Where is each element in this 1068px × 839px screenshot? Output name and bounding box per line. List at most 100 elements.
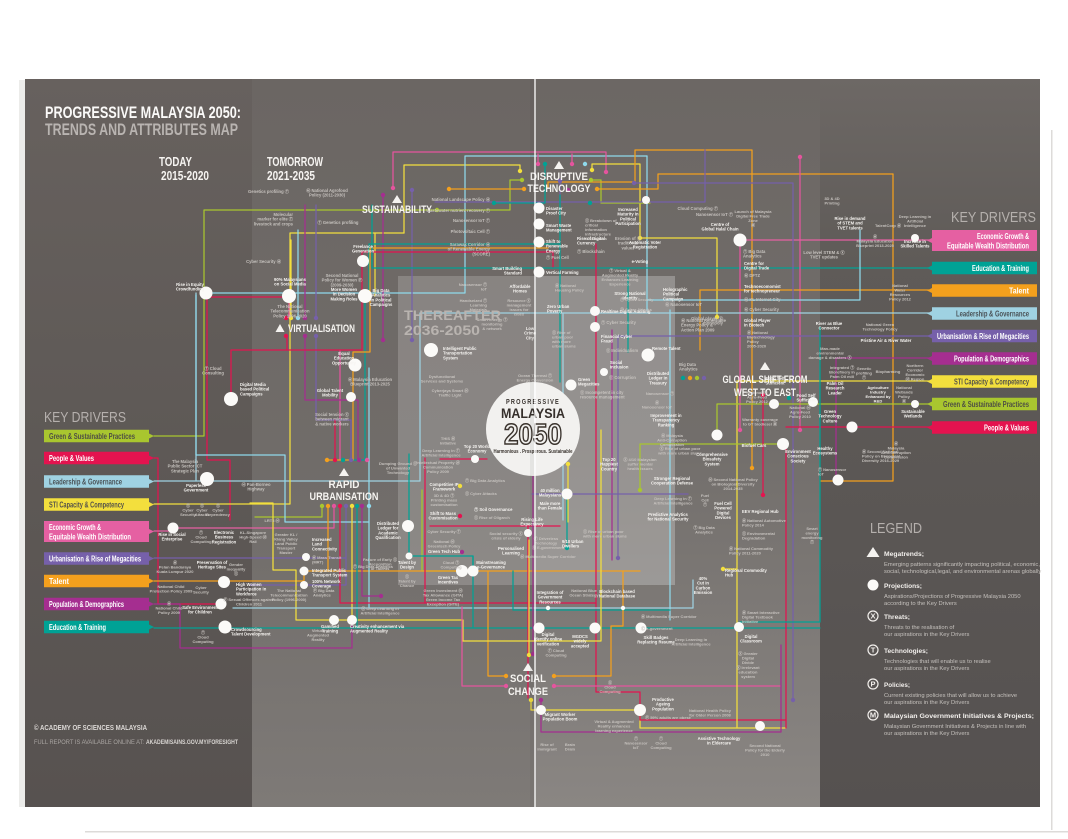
svg-text:Enhanced by: Enhanced by <box>866 394 892 399</box>
svg-text:(MRT): (MRT) <box>312 560 324 565</box>
svg-text:Registration: Registration <box>633 245 658 250</box>
svg-text:Participation: Participation <box>615 221 641 226</box>
svg-text:Increase in: Increase in <box>904 239 926 244</box>
svg-text:Smart Building: Smart Building <box>492 266 522 271</box>
svg-text:our aspirations in the Key Dri: our aspirations in the Key Drivers <box>884 632 969 638</box>
svg-text:Global Halal Chain: Global Halal Chain <box>702 227 739 232</box>
svg-text:Society: Society <box>791 458 807 463</box>
svg-text:Ⓣ: Ⓣ <box>634 735 638 741</box>
svg-text:Green & Sustainable Practices: Green & Sustainable Practices <box>49 432 135 441</box>
svg-text:traditional: traditional <box>618 241 638 246</box>
svg-text:Resource Ⓧ: Resource Ⓧ <box>507 297 530 303</box>
svg-text:Communication: Communication <box>423 465 454 470</box>
svg-text:Economic: Economic <box>905 372 925 377</box>
svg-text:Ranking: Ranking <box>658 422 675 427</box>
svg-text:KL-Singapore: KL-Singapore <box>240 530 267 535</box>
svg-text:Green Income Tax: Green Income Tax <box>426 597 461 602</box>
svg-text:Current existing policies that: Current existing policies that will allo… <box>884 693 1017 699</box>
svg-text:Skilled Talents: Skilled Talents <box>900 244 930 249</box>
svg-text:customisation: customisation <box>430 502 458 507</box>
svg-text:TECHNOLOGY: TECHNOLOGY <box>528 183 592 195</box>
svg-text:Assistive Technology: Assistive Technology <box>698 736 741 741</box>
svg-text:Leadership & Governance: Leadership & Governance <box>956 310 1029 319</box>
svg-text:Ecosystems: Ecosystems <box>813 451 838 456</box>
svg-text:Photovoltaic Cell Ⓣ: Photovoltaic Cell Ⓣ <box>451 228 491 235</box>
svg-text:Shift to: Shift to <box>546 239 561 244</box>
svg-text:Augmented Reality: Augmented Reality <box>602 273 639 278</box>
svg-text:Food Self: Food Self <box>765 376 785 381</box>
svg-text:Dumping Ground Ⓧ: Dumping Ground Ⓧ <box>379 460 417 466</box>
svg-text:of Renewable Energy: of Renewable Energy <box>448 247 491 252</box>
svg-text:Ocean Strategy: Ocean Strategy <box>569 593 599 598</box>
svg-text:Training: Training <box>322 629 339 634</box>
svg-text:SOCIAL: SOCIAL <box>510 673 546 685</box>
svg-text:Ⓣ: Ⓣ <box>862 374 866 380</box>
svg-text:Ⓜ National: Ⓜ National <box>747 329 768 335</box>
svg-text:widely: widely <box>573 639 587 644</box>
svg-text:Fuel Cell: Fuel Cell <box>714 501 731 506</box>
svg-text:Policy 2010: Policy 2010 <box>789 414 812 419</box>
svg-text:Powered: Powered <box>714 506 732 511</box>
svg-text:FULL REPORT IS AVAILABLE ONLIN: FULL REPORT IS AVAILABLE ONLINE AT: <box>34 739 144 746</box>
svg-text:Policies;: Policies; <box>884 682 910 689</box>
svg-text:Biotechnology: Biotechnology <box>747 335 776 340</box>
svg-text:Standard: Standard <box>504 271 523 276</box>
svg-text:Wastewater nutrient recovery Ⓣ: Wastewater nutrient recovery Ⓣ <box>426 207 491 214</box>
svg-text:with more urban slums: with more urban slums <box>582 534 628 539</box>
svg-text:Nanosensor Ⓣ: Nanosensor Ⓣ <box>646 390 674 396</box>
svg-text:Blockchain based: Blockchain based <box>599 589 635 594</box>
svg-text:Social security Ⓧ: Social security Ⓧ <box>489 530 522 536</box>
svg-text:Technology: Technology <box>818 414 842 419</box>
svg-text:2021-2035: 2021-2035 <box>267 168 315 183</box>
svg-text:Megatrends;: Megatrends; <box>884 551 924 558</box>
svg-text:Financial Cyber: Financial Cyber <box>601 334 633 339</box>
svg-text:Ⓣ Blockchain: Ⓣ Blockchain <box>577 248 605 255</box>
svg-text:Ⓧ: Ⓧ <box>405 573 409 579</box>
svg-text:Population & Demographics: Population & Demographics <box>954 355 1029 364</box>
svg-text:Ⓜ: Ⓜ <box>894 440 898 446</box>
svg-text:Competitive IP: Competitive IP <box>429 482 458 487</box>
svg-text:National Database: National Database <box>599 594 636 599</box>
svg-text:Traffic Light: Traffic Light <box>439 393 463 398</box>
svg-text:Digital Textbook: Digital Textbook <box>742 615 774 620</box>
svg-text:Ageing: Ageing <box>656 702 671 707</box>
svg-text:monopoly: monopoly <box>703 321 724 326</box>
svg-text:Resources: Resources <box>539 599 561 604</box>
svg-text:our aspirations in the Key Dri: our aspirations in the Key Drivers <box>884 731 969 737</box>
svg-text:Protection Policy 2009: Protection Policy 2009 <box>150 589 193 594</box>
svg-text:Customisation: Customisation <box>428 516 458 521</box>
svg-text:Education & Training: Education & Training <box>49 623 106 632</box>
svg-text:Male more: Male more <box>540 501 561 506</box>
svg-text:IoT: IoT <box>481 287 488 292</box>
svg-text:National Ⓜ: National Ⓜ <box>434 538 455 544</box>
svg-text:learning experience: learning experience <box>595 728 633 733</box>
svg-text:Leadership & Governance: Leadership & Governance <box>49 478 122 487</box>
svg-text:Policy 2009: Policy 2009 <box>158 610 181 615</box>
svg-text:our aspirations in the Key Dri: our aspirations in the Key Drivers <box>884 666 969 672</box>
svg-text:Connector: Connector <box>819 326 840 331</box>
svg-text:Big Data: Big Data <box>679 362 697 367</box>
svg-text:National Landscape Policy Ⓜ: National Landscape Policy Ⓜ <box>432 196 491 203</box>
svg-text:Projections;: Projections; <box>884 583 922 590</box>
svg-text:Ⓜ: Ⓜ <box>173 559 177 565</box>
svg-text:with more urban slums: with more urban slums <box>657 451 703 456</box>
svg-text:Ⓧ Irrelevant: Ⓧ Irrelevant <box>736 664 760 670</box>
svg-text:Telecommunication: Telecommunication <box>270 309 309 314</box>
svg-text:Food Self: Food Self <box>796 393 816 398</box>
svg-text:Commission: Commission <box>660 442 685 447</box>
svg-text:TOMORROW: TOMORROW <box>267 154 324 169</box>
svg-text:Ⓧ Breakdown of: Ⓧ Breakdown of <box>585 217 617 223</box>
svg-text:Ⓧ: Ⓧ <box>200 502 204 508</box>
svg-text:High Women: High Women <box>236 582 262 587</box>
svg-text:Consulting: Consulting <box>202 371 224 376</box>
svg-text:Fuel: Fuel <box>701 493 709 498</box>
svg-text:Campaign: Campaign <box>663 296 684 301</box>
svg-text:Classroom: Classroom <box>740 639 762 644</box>
svg-text:Ⓧ Cyber Attacks: Ⓧ Cyber Attacks <box>620 306 653 312</box>
svg-text:for Children: for Children <box>188 610 212 615</box>
svg-text:Policy 2014: Policy 2014 <box>742 523 765 528</box>
svg-text:Framework: Framework <box>433 487 456 492</box>
svg-text:Intelligence: Intelligence <box>904 223 927 228</box>
svg-text:Happiest: Happiest <box>600 462 618 467</box>
svg-text:Policy 2012: Policy 2012 <box>746 399 769 404</box>
